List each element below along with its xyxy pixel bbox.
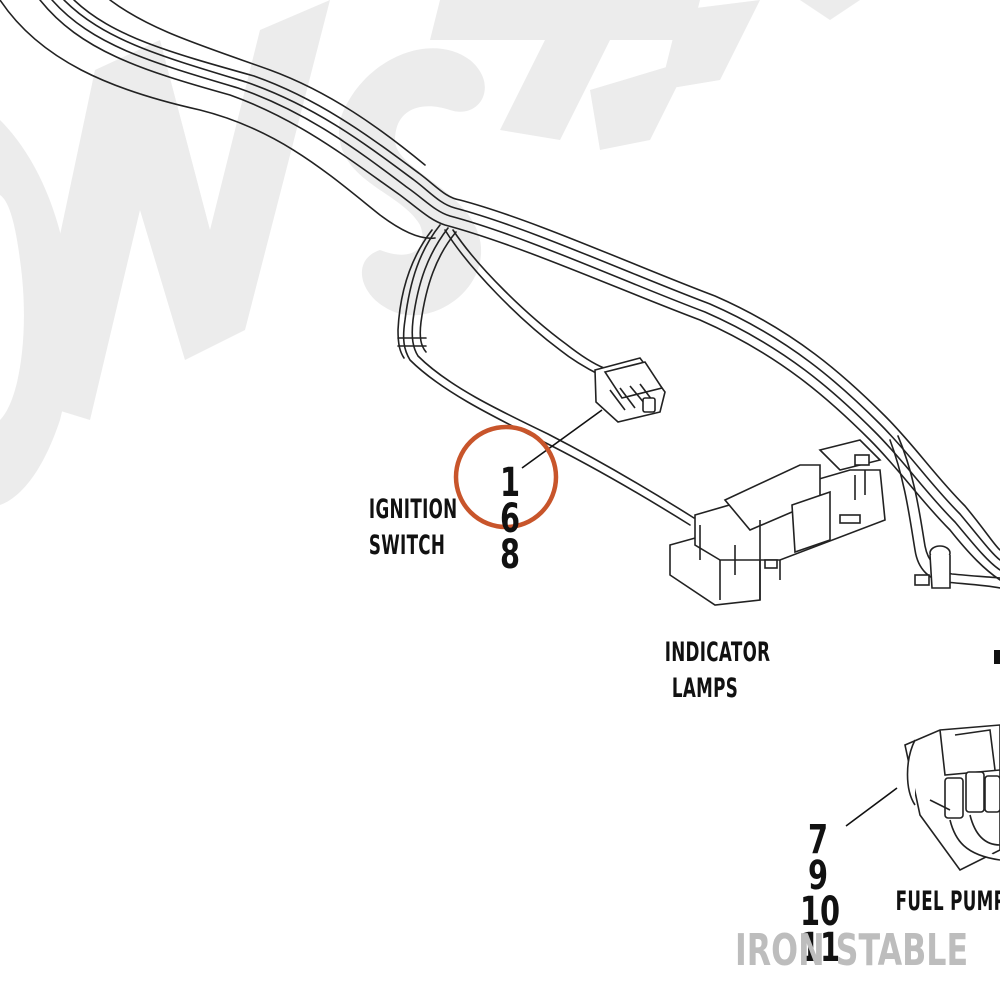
callout-number: 11 bbox=[800, 925, 841, 971]
harness-clip bbox=[914, 545, 951, 589]
callout-number: 1 bbox=[499, 460, 521, 506]
wire-harness bbox=[0, 0, 1000, 589]
label-fuel-pump: FUEL PUMP bbox=[895, 886, 1000, 917]
cropped-label-fragment bbox=[994, 650, 1000, 664]
callout-ignition-connector: 1 6 8 bbox=[496, 460, 525, 578]
callout-number: 10 bbox=[800, 889, 841, 935]
watermark-logo: IRON STABLE bbox=[735, 925, 969, 976]
label-indicator-lamps: INDICATOR LAMPS bbox=[664, 637, 771, 704]
callout-number: 9 bbox=[807, 853, 829, 899]
highlight-circle bbox=[453, 424, 559, 530]
fuel-pump-connector bbox=[904, 724, 1000, 872]
callout-number: 7 bbox=[807, 817, 829, 863]
callout-number: 8 bbox=[499, 532, 521, 578]
callout-fuel-pump-connector: 7 9 10 11 bbox=[800, 817, 841, 971]
label-ignition-switch: IGNITION SWITCH bbox=[368, 494, 458, 561]
indicator-lamps-module bbox=[669, 439, 886, 606]
callout-number: 6 bbox=[499, 496, 521, 542]
leader-lines bbox=[521, 409, 898, 827]
background-watermark bbox=[0, 0, 860, 505]
ignition-switch-connector bbox=[594, 357, 666, 423]
